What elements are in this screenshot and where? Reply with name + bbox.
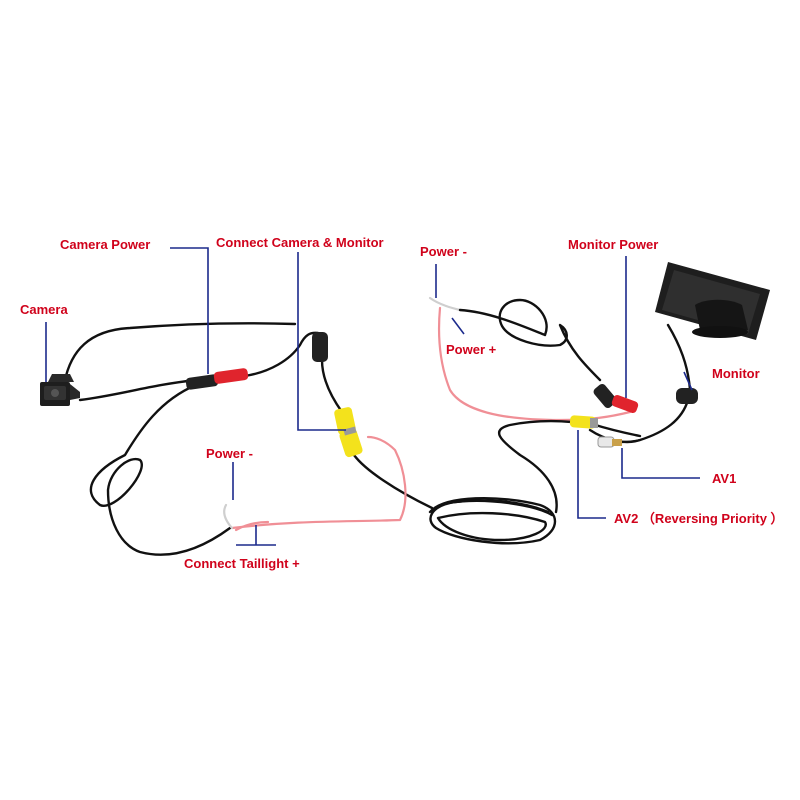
- label-monitor-power: Monitor Power: [568, 237, 659, 252]
- camera-cable: [62, 322, 297, 387]
- label-connect-taillight: Connect Taillight +: [184, 556, 300, 571]
- joint-to-rca-cable: [320, 358, 344, 414]
- right-cables: [428, 296, 692, 514]
- car-monitor-icon: [655, 262, 770, 340]
- right-rca-connector: [569, 415, 598, 429]
- left-cables: [62, 322, 557, 556]
- label-camera: Camera: [20, 302, 68, 317]
- label-camera-power: Camera Power: [60, 237, 151, 252]
- rca-to-extension-cable: [352, 453, 434, 510]
- label-av1: AV1: [712, 471, 737, 486]
- label-power-minus-left: Power -: [206, 446, 253, 461]
- camera-splitter: [312, 332, 328, 362]
- leader-lines: [45, 247, 700, 546]
- monitor-white-wire: [428, 296, 462, 312]
- label-connect-camera-monitor: Connect Camera & Monitor: [216, 235, 384, 250]
- taillight-red-wire: [230, 435, 407, 530]
- label-power-minus-right: Power -: [420, 244, 467, 259]
- monitor-red-wire: [437, 306, 632, 422]
- leader-camera-power: [170, 247, 209, 374]
- label-power-plus: Power +: [446, 342, 497, 357]
- camera-main-cable: [89, 383, 232, 556]
- label-monitor: Monitor: [712, 366, 760, 381]
- av1-connector: [597, 436, 622, 448]
- monitor-power-plug: [593, 383, 639, 413]
- left-rca-connector: [334, 407, 363, 458]
- extension-coil: [428, 497, 557, 545]
- right-extension-cable: [497, 419, 574, 514]
- leader-av2: [577, 430, 606, 519]
- camera-power-plug: [185, 368, 249, 390]
- label-av2: AV2 （Reversing Priority ）: [614, 511, 784, 526]
- leader-connect-camera-monitor: [297, 252, 346, 431]
- leader-power-plus: [451, 317, 465, 335]
- camera-to-power-cable: [78, 378, 198, 402]
- taillight-red-end: [234, 520, 270, 532]
- leader-av1: [621, 448, 700, 479]
- rear-camera-icon: [40, 374, 80, 406]
- monitor-stand-cable: [666, 323, 692, 392]
- leader-monitor: [683, 371, 693, 391]
- power-to-joint-cable: [243, 331, 320, 378]
- taillight-white-wire: [223, 503, 234, 530]
- monitor-harness-junction: [676, 388, 698, 404]
- monitor-power-cable: [458, 298, 602, 382]
